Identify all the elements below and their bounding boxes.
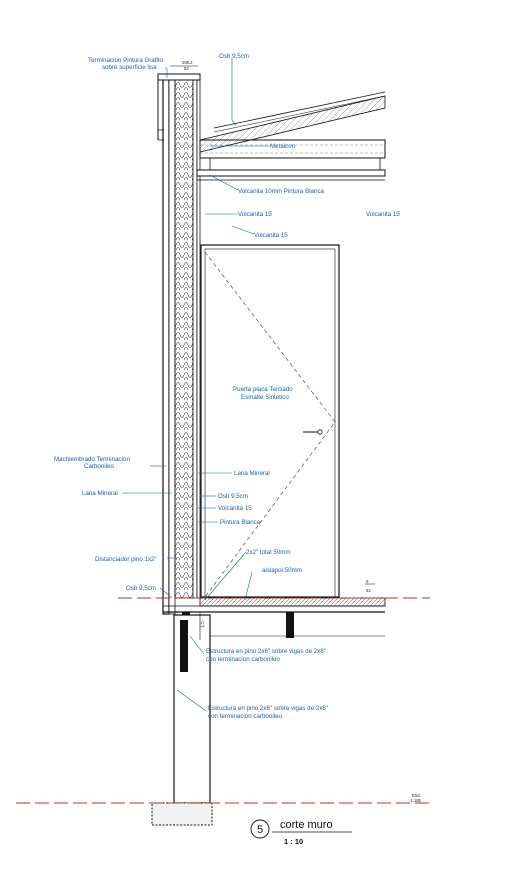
label-pintura-blanca: Pintura Blanca — [220, 519, 261, 526]
label-level-top: 288.2 — [182, 60, 193, 65]
door-swing — [204, 251, 336, 598]
drawing-title-block: 5 corte muro 1 : 10 — [250, 819, 352, 846]
label-esc-2: -1.185 — [409, 798, 422, 803]
label-aislapol: aislapol 50mm — [262, 567, 302, 574]
label-distanciador: Distanciador pino 1x2" — [95, 556, 157, 563]
label-volcanita-15-a: Volcanita 15 — [238, 211, 272, 218]
label-volcanita-15-c: Volcanita 15 — [254, 232, 288, 239]
parapet-cap — [157, 73, 201, 81]
annotation-labels: Terminacion Pintura Grafito sobre superf… — [54, 53, 422, 803]
label-estructura-1-b: con terminacion carbonileo — [206, 656, 281, 663]
label-machiembrado-1: Machiembrado Terminacion — [54, 456, 130, 463]
label-estructura-2-b: con terminacion carbonileo — [208, 713, 283, 720]
label-estructura-1-a: Estructura en pino 2x6" sobre vigas de 2… — [206, 648, 326, 655]
label-level-top-sub: 52 — [184, 66, 189, 71]
post-beam — [180, 620, 188, 672]
label-osb-bottom: Osb 9,5cm — [126, 585, 156, 592]
label-machiembrado-2: Carbonileo — [84, 463, 114, 470]
outer-cladding — [162, 77, 170, 615]
drawing-scale: 1 : 10 — [284, 837, 303, 846]
label-terminacion-2: sobre superficie lisa — [102, 64, 157, 71]
label-lana-mineral-left: Lana Mineral — [82, 490, 118, 497]
osb-sheathing — [168, 77, 176, 615]
mineral-wool — [174, 77, 194, 599]
label-osb-mid: Osb 9,5cm — [218, 493, 248, 500]
door-leaf — [204, 248, 336, 598]
label-dim-15: 15 — [199, 621, 206, 628]
floor-insulation — [199, 597, 386, 607]
drawing-name: corte muro — [280, 819, 333, 831]
label-osb-top: Osb 9,5cm — [219, 53, 249, 60]
drawing-number-bubble — [250, 819, 270, 839]
label-total-50: 2x2" total 50mm — [246, 549, 291, 556]
label-lana-mineral-right: Lana Mineral — [234, 470, 270, 477]
label-estructura-2-a: Estructura en pino 2x6" sobre vigas de 2… — [208, 705, 328, 712]
label-puerta-1: Puerta placa Terciado — [233, 386, 293, 393]
roof-assembly — [196, 91, 386, 181]
label-level-floor-sub: 52 — [366, 588, 371, 593]
ceiling-board — [196, 169, 386, 177]
door-handle-icon — [317, 429, 323, 435]
leader-lines — [122, 58, 270, 712]
wall-assembly — [157, 73, 201, 615]
label-terminacion-1: Terminacion Pintura Grafito — [88, 57, 164, 64]
metalcon-joist — [199, 139, 386, 159]
door-frame — [200, 244, 340, 598]
footing — [151, 802, 213, 826]
label-metalcon: Metalcon — [270, 143, 296, 150]
label-volcanita-15-b: Volcanita 15 — [366, 211, 400, 218]
door — [200, 244, 340, 598]
label-esc-1: ESC — [412, 793, 421, 798]
support-post — [173, 614, 211, 804]
inner-board-1 — [192, 77, 198, 599]
label-volcanita-15-d: Volcanita 15 — [218, 505, 252, 512]
drawing-number: 5 — [257, 824, 263, 836]
label-level-floor: 0 — [366, 579, 369, 584]
floor-joist-2 — [286, 612, 294, 638]
label-volcanita-10: Volcanita 10mm Pintura Blanca — [238, 188, 325, 195]
label-puerta-2: Esmalte Sintetico — [241, 394, 289, 401]
